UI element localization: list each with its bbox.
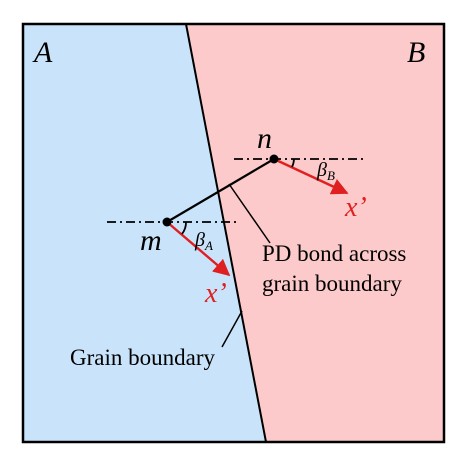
grain-boundary-line — [185, 23, 267, 443]
label-x-prime-m: x’ — [204, 278, 227, 309]
region-b — [186, 24, 444, 442]
bond-leader-line — [228, 183, 271, 244]
label-x-prime-n: x’ — [344, 192, 367, 223]
point-m — [162, 217, 172, 227]
label-point-n: n — [257, 122, 272, 155]
frame — [21, 22, 446, 444]
label-grain-boundary: Grain boundary — [70, 345, 215, 370]
angle-arc-beta-b — [291, 158, 295, 168]
label-region-b: B — [407, 36, 425, 69]
beta-a-subscript: A — [204, 238, 213, 253]
label-beta-a: βA — [194, 229, 213, 253]
x-prime-arrow-n — [273, 157, 349, 195]
angle-arc-beta-a — [181, 221, 187, 235]
label-point-m: m — [140, 224, 162, 257]
label-bond-line1: PD bond across — [262, 241, 406, 266]
x-prime-arrow-m — [166, 221, 231, 277]
point-n — [269, 154, 279, 164]
pd-bond — [166, 158, 275, 223]
label-bond-line2: grain boundary — [262, 271, 402, 296]
beta-b-symbol: β — [316, 159, 327, 181]
beta-b-subscript: B — [327, 168, 335, 183]
beta-a-symbol: β — [194, 229, 205, 251]
boundary-leader-line — [221, 310, 243, 348]
label-region-a: A — [32, 36, 53, 69]
label-beta-b: βB — [316, 159, 335, 183]
